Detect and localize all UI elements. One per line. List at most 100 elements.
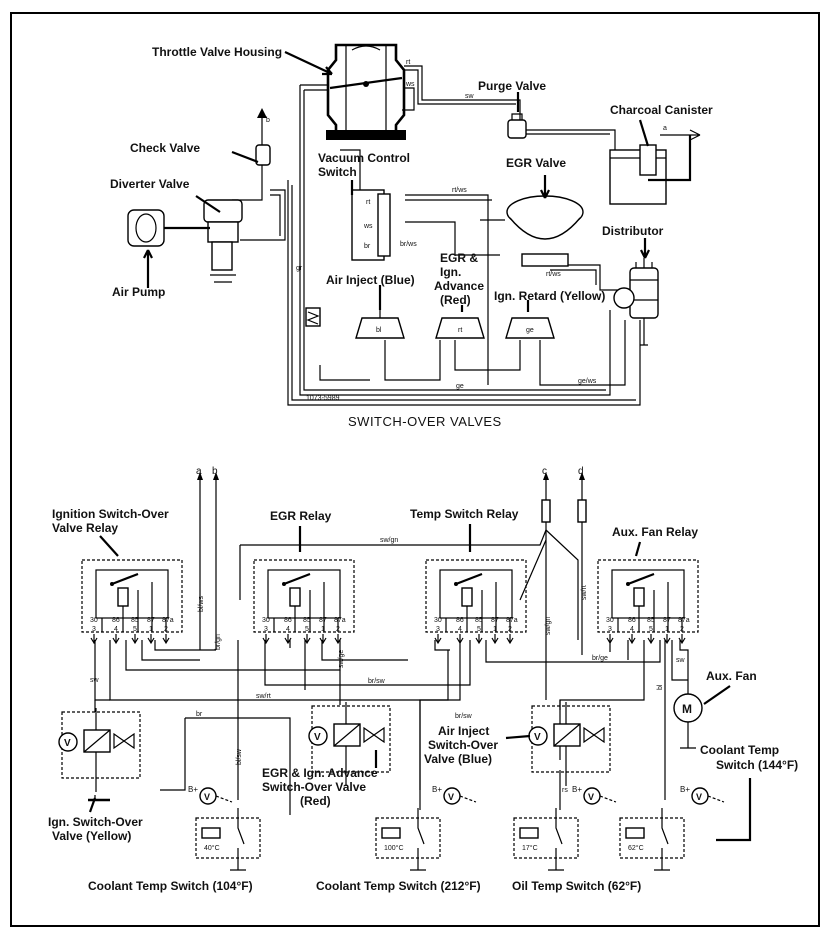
relay-1-pin-p1: 1 bbox=[321, 626, 325, 633]
air-inject-pod bbox=[355, 285, 405, 339]
diverter-leader bbox=[195, 195, 221, 213]
relay-1-pin-p85: 85 bbox=[303, 617, 311, 624]
wire-code-bl-ws: bl/ws bbox=[198, 596, 205, 612]
air-valve-leader bbox=[505, 734, 531, 740]
canister-leader bbox=[638, 119, 650, 147]
test-point-0-v: V bbox=[204, 792, 210, 802]
pod-code-rt: rt bbox=[458, 327, 462, 334]
label-vacuum-switch: Switch bbox=[318, 165, 357, 179]
hose-code-ws: ws bbox=[405, 81, 415, 88]
hose-code-gr: gr bbox=[296, 265, 303, 272]
relay-1-pin-p5: 5 bbox=[305, 626, 309, 633]
relay-0-pin-p87: 87 bbox=[147, 617, 155, 624]
label-egr-ign-2: Ign. bbox=[440, 265, 461, 279]
valve-1-v-symbol: V bbox=[314, 732, 321, 743]
wire-code-br-ge: br/ge bbox=[592, 655, 608, 662]
switch-over-valve-group: V V V bbox=[58, 702, 611, 802]
check-leader bbox=[231, 150, 259, 164]
label-air-inject: Air Inject (Blue) bbox=[326, 273, 415, 287]
hose-code-ge: ge bbox=[456, 383, 464, 390]
relay-2-pin-p2: 2 bbox=[508, 626, 512, 633]
valve-2-v-symbol: V bbox=[534, 732, 541, 743]
motor-symbol: M bbox=[682, 702, 692, 716]
hose-code-rt-vcs: rt bbox=[366, 199, 370, 206]
air-pump bbox=[127, 209, 165, 288]
distributor bbox=[613, 238, 659, 346]
check-valve bbox=[232, 108, 271, 201]
wire-code-bl: bl bbox=[657, 684, 664, 690]
label-egr-valve-2: Switch-Over Valve bbox=[262, 780, 366, 794]
label-cts144-2: Switch (144°F) bbox=[716, 758, 798, 772]
wire-code-rs: rs bbox=[562, 787, 568, 794]
label-ign-valve-1: Ign. Switch-Over bbox=[48, 815, 143, 829]
relay-1-pin-p2: 2 bbox=[336, 626, 340, 633]
wire-code-sw-gn-2: sw/gn bbox=[545, 617, 552, 635]
relay-3-pin-p87: 87 bbox=[663, 617, 671, 624]
label-air-valve-1: Air Inject bbox=[438, 724, 489, 738]
label-check-valve: Check Valve bbox=[130, 141, 200, 155]
relay-0-pin-p30: 30 bbox=[90, 617, 98, 624]
relay-2-pin-p30: 30 bbox=[434, 617, 442, 624]
relay-1-pin-p87: 87 bbox=[319, 617, 327, 624]
relay-0-pin-p3: 3 bbox=[92, 626, 96, 633]
temp-switch-2: 17°C bbox=[513, 808, 579, 871]
ref-code: 1073-5989 bbox=[306, 395, 340, 402]
vacuum-hoses bbox=[240, 65, 641, 406]
wire-code-br-sw: br/sw bbox=[368, 678, 386, 685]
wire-code-sw-rt: sw/rt bbox=[256, 693, 271, 700]
relay-3-pin-p85: 85 bbox=[647, 617, 655, 624]
label-switch-104: Coolant Temp Switch (104°F) bbox=[88, 879, 253, 893]
wire-code-sw-rt-2: sw/rt bbox=[581, 585, 588, 600]
filter-spring bbox=[305, 307, 321, 327]
relay-0-pin-p2: 2 bbox=[164, 626, 168, 633]
top-vacuum-diagram: Throttle Valve Housing Purge Valve Charc… bbox=[110, 43, 713, 429]
label-air-pump: Air Pump bbox=[112, 285, 165, 299]
letter-a-top: a bbox=[663, 125, 667, 132]
temp-switch-1: 100°C bbox=[375, 808, 441, 871]
connector-d: d bbox=[578, 466, 584, 477]
relay-wiring bbox=[94, 529, 689, 815]
wire-code-sw: sw bbox=[90, 677, 100, 684]
label-charcoal-canister: Charcoal Canister bbox=[610, 103, 713, 117]
relay-leader-aux-fan bbox=[634, 541, 642, 557]
label-aux-fan: Aux. Fan bbox=[706, 669, 757, 683]
wire-code-br-sw-2: br/sw bbox=[455, 713, 473, 720]
aux-fan-leader bbox=[703, 685, 731, 705]
label-ign-valve-2: Valve (Yellow) bbox=[52, 829, 131, 843]
connector-a: a bbox=[196, 466, 202, 477]
relay-2-pin-p4: 4 bbox=[458, 626, 462, 633]
hose-code-br-ws: br/ws bbox=[400, 241, 417, 248]
switch-over-valve-1: V bbox=[308, 702, 391, 786]
throttle-leader bbox=[284, 51, 333, 76]
egr-ign-pod bbox=[435, 305, 485, 339]
throttle-valve-housing bbox=[326, 43, 406, 140]
relay-label-egr: EGR Relay bbox=[270, 509, 332, 523]
relay-3-pin-p4: 4 bbox=[630, 626, 634, 633]
relay-label-ignition-2: Valve Relay bbox=[52, 521, 118, 535]
wire-code-sw-ge: sw/ge bbox=[338, 650, 345, 668]
relay-3-pin-p2: 2 bbox=[680, 626, 684, 633]
test-point-1-bplus: B+ bbox=[432, 785, 442, 794]
charcoal-canister bbox=[609, 129, 701, 205]
relay-3-pin-p86: 86 bbox=[628, 617, 636, 624]
pod-code-ge: ge bbox=[526, 327, 534, 334]
aux-fan-motor: M Aux. Fan bbox=[673, 669, 757, 749]
relay-0-pin-p1: 1 bbox=[149, 626, 153, 633]
bottom-wiring-diagram: a b c d 30386485587187a230386485587187a2… bbox=[48, 466, 798, 893]
test-point-0-bplus: B+ bbox=[188, 785, 198, 794]
relay-3-pin-p1: 1 bbox=[665, 626, 669, 633]
connector-c: c bbox=[542, 466, 547, 477]
hose-code-rt-ws: rt/ws bbox=[452, 187, 467, 194]
wire-a-b bbox=[199, 478, 217, 650]
label-purge-valve: Purge Valve bbox=[478, 79, 546, 93]
relay-0-pin-p4: 4 bbox=[114, 626, 118, 633]
label-air-valve-2: Switch-Over bbox=[428, 738, 498, 752]
relay-0-pin-p85: 85 bbox=[131, 617, 139, 624]
hose-code-ge-ws: ge/ws bbox=[578, 378, 597, 385]
test-point-1-v: V bbox=[448, 792, 454, 802]
wire-code-sw-gn: sw/gn bbox=[380, 537, 398, 544]
temp-switch-0: 40°C bbox=[195, 808, 261, 871]
relay-2-pin-p5: 5 bbox=[477, 626, 481, 633]
